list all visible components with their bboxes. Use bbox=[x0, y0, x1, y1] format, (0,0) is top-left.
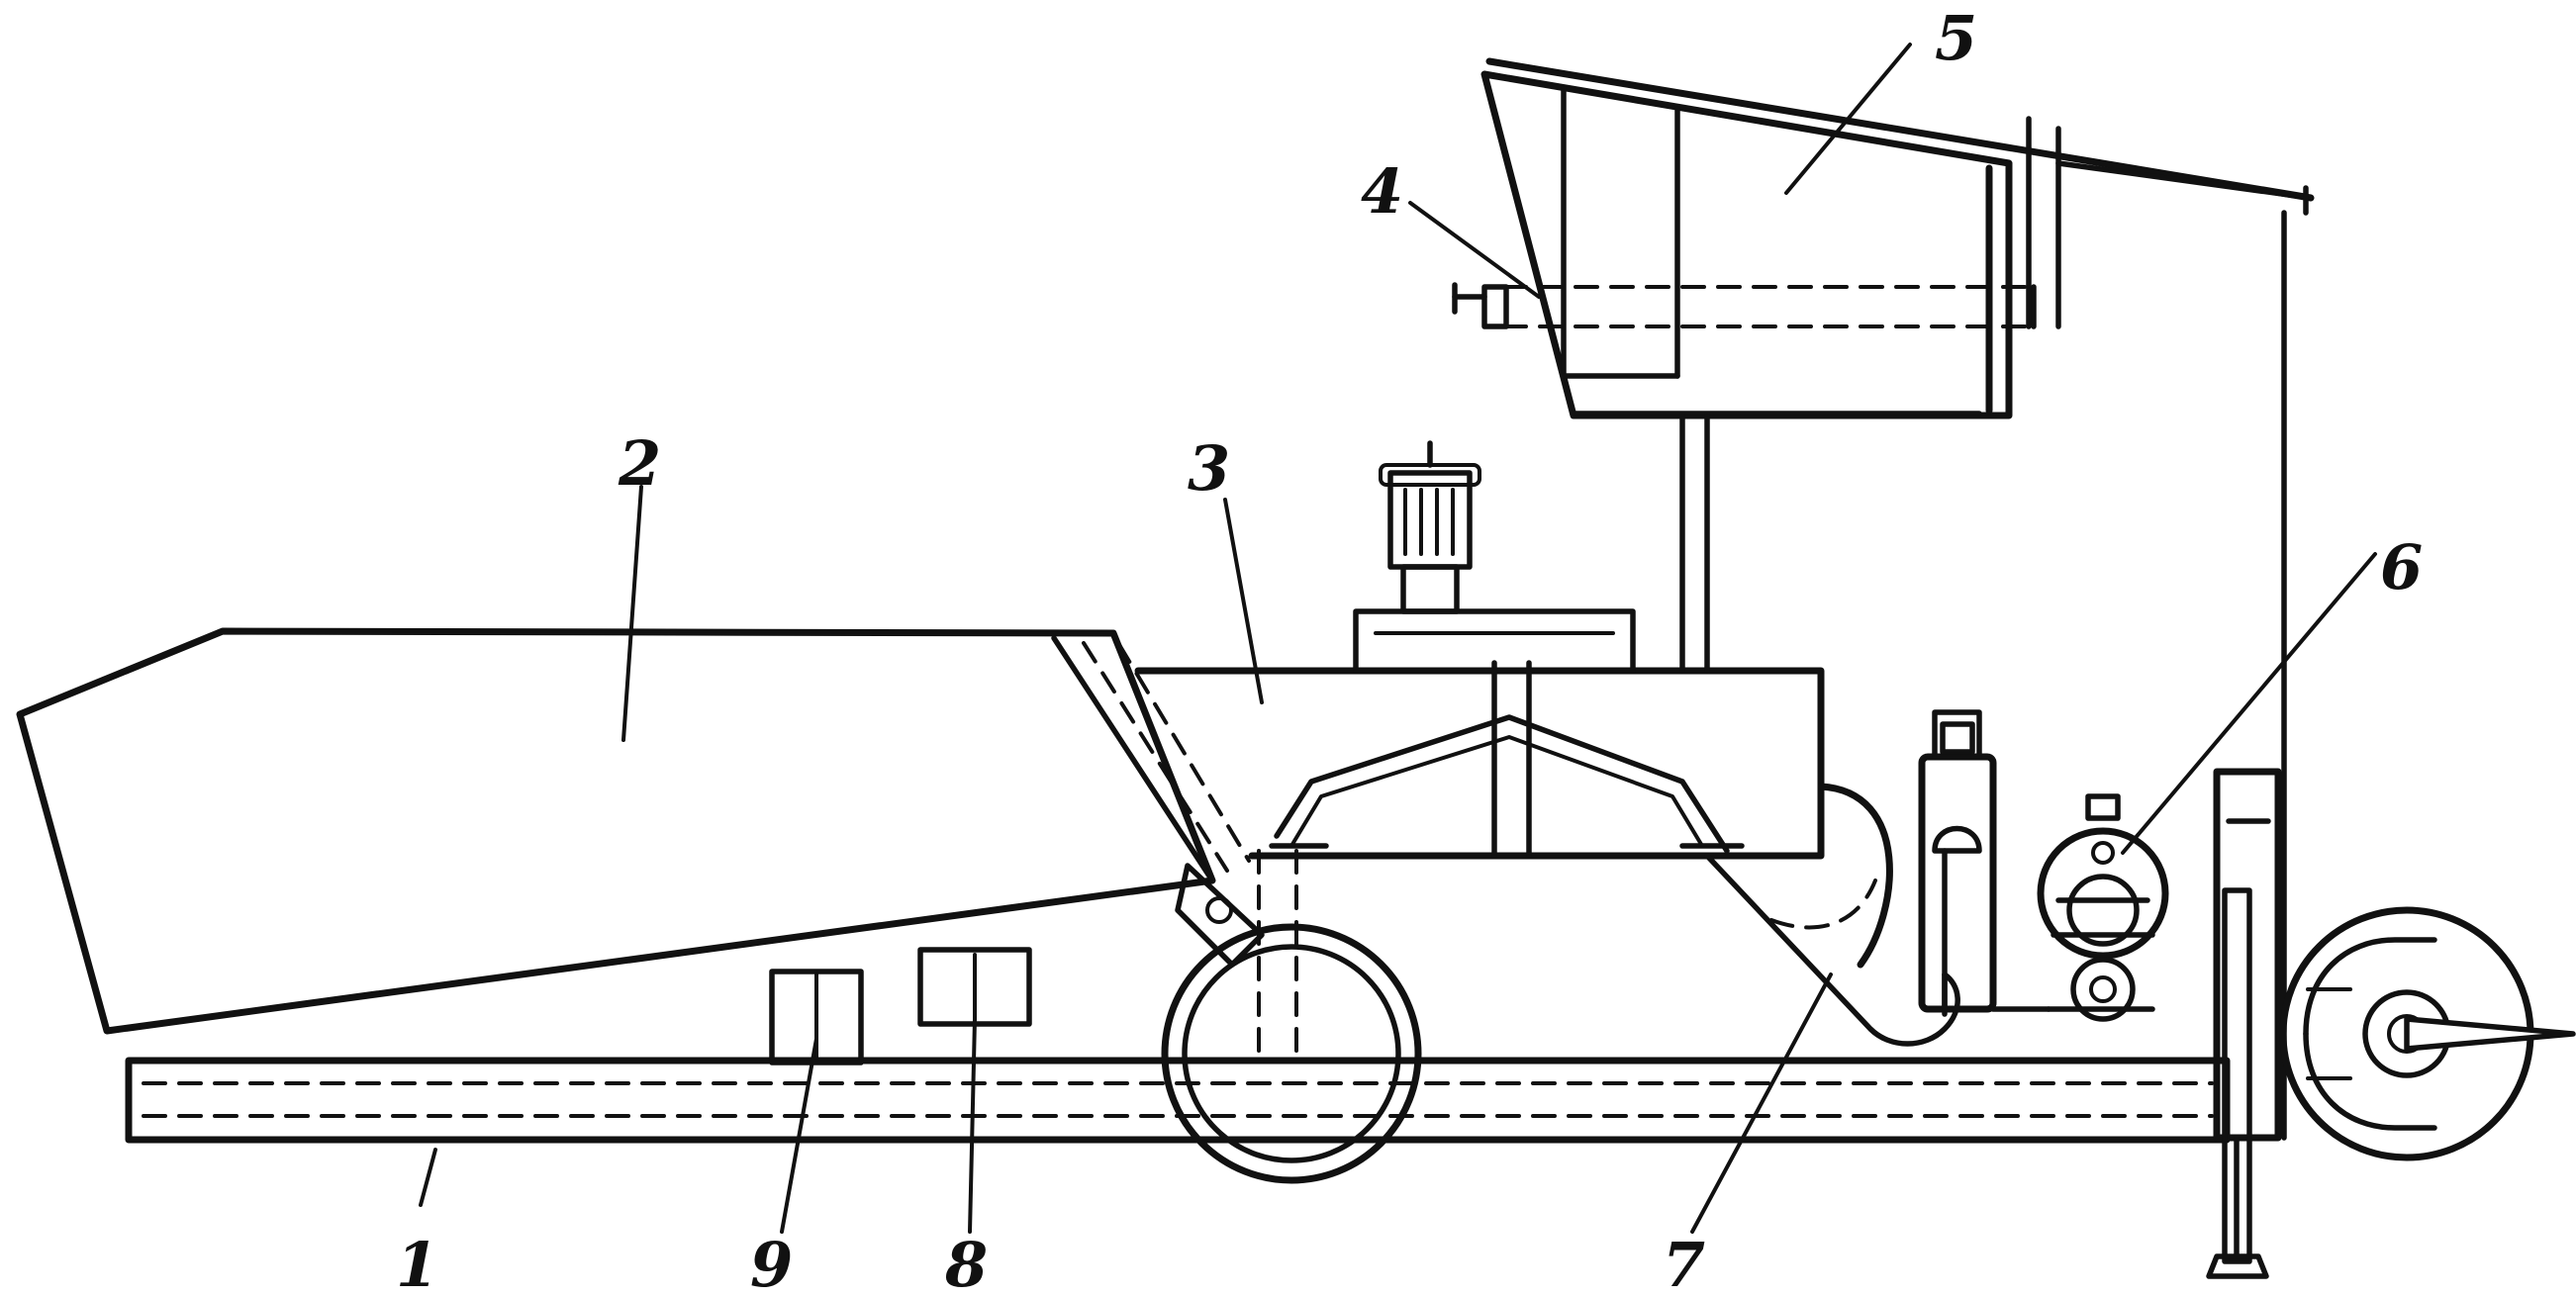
callout-8: 8 bbox=[944, 1229, 988, 1297]
chassis-frame bbox=[125, 1057, 2231, 1144]
callout-2: 2 bbox=[618, 427, 661, 500]
drive-motor bbox=[1353, 440, 1636, 674]
callout-1: 1 bbox=[396, 1229, 438, 1297]
callout-9: 9 bbox=[750, 1229, 793, 1297]
rear-wheel bbox=[2279, 906, 2576, 1161]
front-wheel bbox=[1161, 849, 1422, 1184]
callout-3: 3 bbox=[1188, 432, 1230, 505]
callout-5: 5 bbox=[1935, 2, 1977, 74]
water-tank bbox=[1480, 57, 2315, 1141]
pulley-drive bbox=[2037, 793, 2169, 1022]
water-pump bbox=[1918, 709, 2051, 1013]
mixing-chamber bbox=[1134, 660, 1825, 860]
hopper bbox=[16, 627, 1251, 1035]
callout-6: 6 bbox=[2380, 531, 2423, 603]
callout-7: 7 bbox=[1663, 1229, 1705, 1297]
rear-stand bbox=[2206, 768, 2282, 1279]
hopper-bracket bbox=[917, 947, 1032, 1027]
feed-pipe bbox=[1452, 282, 2037, 329]
callout-4: 4 bbox=[1361, 155, 1403, 228]
callout-labels: 1 2 3 4 5 6 7 8 9 bbox=[396, 2, 2423, 1297]
leader-lines bbox=[419, 43, 2377, 1234]
